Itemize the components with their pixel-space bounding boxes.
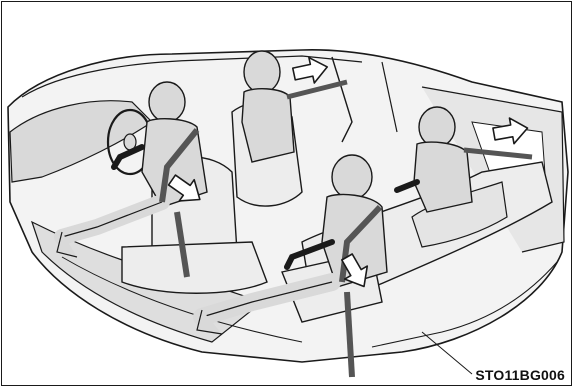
figure-code: STO11BG006 <box>475 367 565 383</box>
car-occupants-illustration <box>2 2 572 386</box>
